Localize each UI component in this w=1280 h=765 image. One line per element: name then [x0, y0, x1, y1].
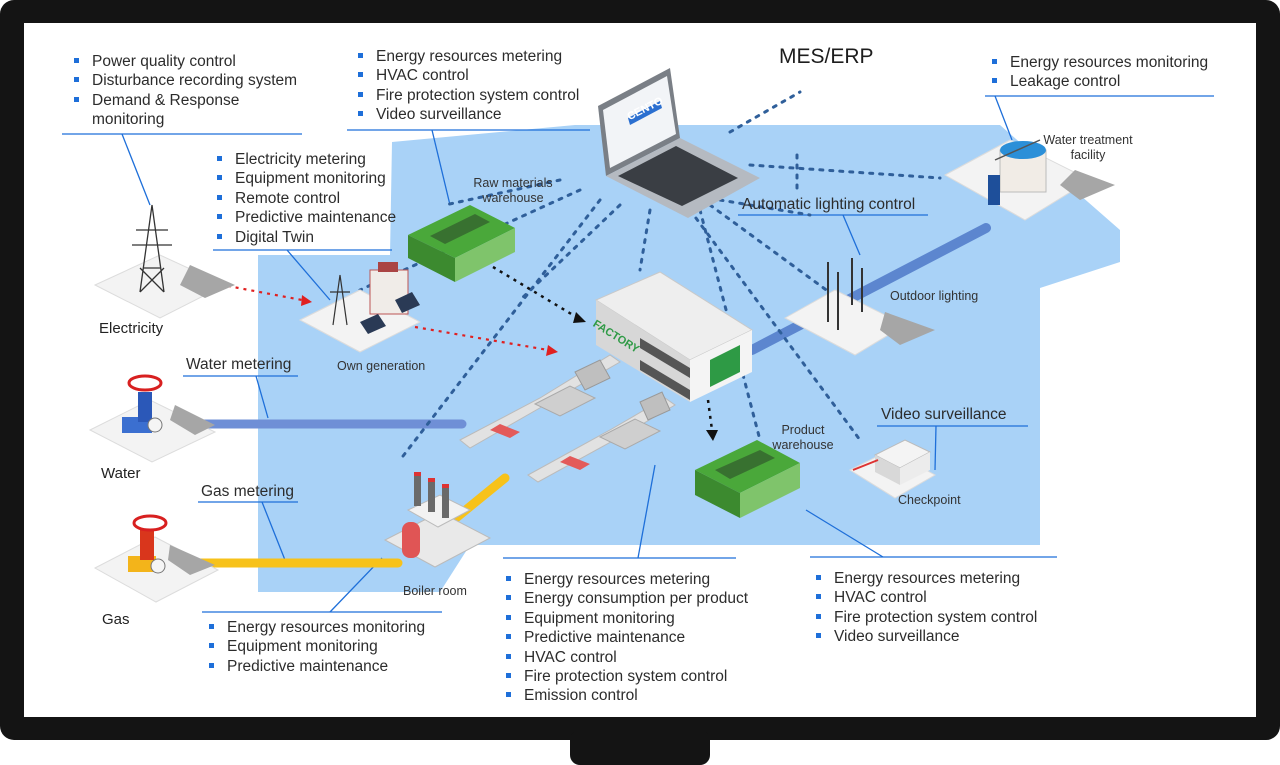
list-item: Digital Twin	[213, 228, 396, 247]
water-label: Water	[101, 465, 141, 482]
checkpoint-label: Checkpoint	[898, 493, 961, 507]
list-item: Fire protection system control	[502, 667, 748, 686]
outdoor-lighting-label: Outdoor lighting	[890, 289, 979, 303]
water-main-pipe	[747, 223, 991, 355]
list-item: Emission control	[502, 686, 748, 705]
list-item: Energy resources monitoring	[988, 53, 1208, 72]
factory-building	[594, 271, 754, 402]
product-warehouse-list: Energy resources metering HVAC control F…	[812, 569, 1037, 647]
list-item: Energy resources metering	[354, 47, 579, 66]
water-valve	[122, 374, 163, 433]
list-item: Fire protection system control	[354, 86, 579, 105]
list-item: Predictive maintenance	[205, 657, 425, 676]
boiler-room	[383, 472, 492, 568]
list-item: Predictive maintenance	[213, 208, 396, 227]
production-line-1	[459, 354, 621, 449]
video-title: Video surveillance	[881, 406, 1007, 423]
list-item: Equipment monitoring	[205, 637, 425, 656]
list-item: Equipment monitoring	[213, 169, 396, 188]
list-item: Remote control	[213, 189, 396, 208]
water-metering-title: Water metering	[186, 356, 292, 373]
list-item-continuation: monitoring	[92, 111, 165, 129]
water-treatment-tank	[988, 139, 1047, 205]
lighting-title: Automatic lighting control	[742, 196, 916, 213]
raw-warehouse	[408, 205, 515, 282]
production-line-2	[527, 391, 676, 483]
list-item: Energy resources monitoring	[205, 618, 425, 637]
power-list: Power quality control Disturbance record…	[70, 52, 297, 130]
list-item: Power quality control	[70, 52, 297, 71]
list-item: Video surveillance	[354, 105, 579, 124]
callout-lines	[62, 95, 1214, 613]
list-item: Video surveillance	[812, 627, 1037, 646]
generation-list: Electricity metering Equipment monitorin…	[213, 150, 396, 247]
gas-label: Gas	[102, 611, 130, 628]
laptop	[598, 68, 760, 218]
water-treatment-list: Energy resources monitoring Leakage cont…	[988, 53, 1208, 92]
product-warehouse	[695, 440, 800, 518]
list-item: Energy resources metering	[502, 570, 748, 589]
factory-list: Energy resources metering Energy consump…	[502, 570, 748, 706]
list-item: Predictive maintenance	[502, 628, 748, 647]
monitor-stand	[570, 730, 710, 765]
list-item: Fire protection system control	[812, 608, 1037, 627]
product-warehouse-label: Product warehouse	[772, 423, 834, 452]
list-item: Demand & Response	[70, 91, 297, 110]
mes-erp-title: MES/ERP	[779, 45, 874, 68]
list-item: HVAC control	[502, 648, 748, 667]
own-generation-label: Own generation	[337, 359, 426, 373]
electricity-label: Electricity	[99, 320, 164, 337]
list-item: Energy consumption per product	[502, 589, 748, 608]
flow-red-2	[414, 325, 549, 352]
own-generation-plant	[330, 262, 420, 334]
boiler-room-label: Boiler room	[403, 584, 467, 598]
power-pylon	[132, 204, 172, 293]
checkpoint-booth	[852, 439, 932, 485]
raw-warehouse-label: Raw materials warehouse	[473, 176, 553, 205]
list-item: Energy resources metering	[812, 569, 1037, 588]
water-treatment-label: Water treatment facility	[1043, 133, 1133, 162]
list-item: HVAC control	[812, 588, 1037, 607]
list-item: Leakage control	[988, 72, 1208, 91]
list-item: Disturbance recording system	[70, 71, 297, 90]
boiler-list: Energy resources monitoring Equipment mo…	[205, 618, 425, 676]
list-item: Equipment monitoring	[502, 609, 748, 628]
gas-metering-title: Gas metering	[201, 483, 295, 500]
list-item: HVAC control	[354, 66, 579, 85]
flow-black-1	[492, 265, 579, 320]
lighting-poles	[827, 258, 863, 330]
tile-shadows	[168, 170, 1115, 575]
list-item: Electricity metering	[213, 150, 396, 169]
flow-black-2	[706, 399, 714, 431]
raw-warehouse-list: Energy resources metering HVAC control F…	[354, 47, 579, 125]
gas-valve	[128, 514, 168, 574]
